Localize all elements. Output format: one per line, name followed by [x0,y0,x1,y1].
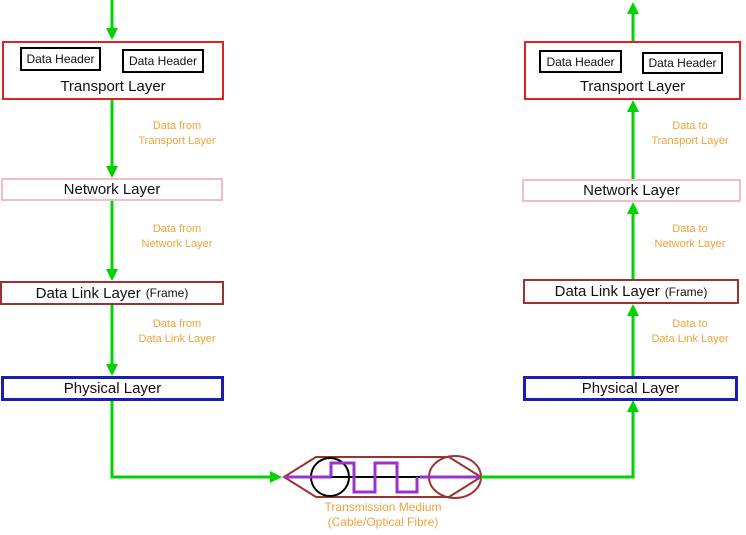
annotation-line: Network Layer [654,238,726,250]
layer-label: Transport Layer [60,78,166,95]
medium-label-line1: Transmission Medium [324,500,442,514]
right-datalink-layer-box: Data Link Layer (Frame) [523,279,739,304]
data-header-box: Data Header [642,52,723,74]
right-physical-layer-box: Physical Layer [523,376,738,401]
layer-label: Network Layer [583,182,680,199]
medium-label-line2: (Cable/Optical Fibre) [327,515,439,529]
annotation-data-from-network: Data from Network Layer [115,222,239,252]
arrow-right-network-to-transport [627,100,639,179]
data-header-label: Data Header [546,54,615,69]
annotation-line: Data from [152,120,202,132]
frame-suffix-label: (Frame) [664,284,708,299]
annotation-data-to-transport: Data to Transport Layer [628,119,746,149]
data-header-label: Data Header [26,52,95,66]
left-transport-layer-box: Data Header Data Header Transport Layer [2,41,224,100]
annotation-line: Transport Layer [138,135,216,147]
arrow-left-datalink-to-physical [106,304,118,376]
arrow-right-physical-to-datalink [627,304,639,376]
layer-label: Transport Layer [579,78,686,95]
annotation-line: Data Link Layer [651,333,729,345]
layer-label: Physical Layer [63,380,162,397]
annotation-line: Data to [672,120,708,132]
data-header-box: Data Header [20,47,101,71]
data-header-label: Data Header [648,56,717,70]
annotation-line: Data from [152,223,202,235]
layer-label: Network Layer [63,181,161,198]
signal-square-wave [329,461,419,494]
arrow-out-of-right-transport [627,2,639,41]
arrow-left-physical-to-medium [110,400,282,483]
left-network-layer-box: Network Layer [1,178,223,201]
annotation-data-from-transport: Data from Transport Layer [115,119,239,149]
annotation-data-from-datalink: Data from Data Link Layer [115,317,239,347]
annotation-data-to-datalink: Data to Data Link Layer [628,317,746,347]
arrow-left-network-to-datalink [106,200,118,281]
arrow-left-transport-to-network [106,100,118,178]
layer-label: Data Link Layer [35,284,141,302]
data-header-label: Data Header [128,54,198,68]
layer-label: Data Link Layer [554,283,660,300]
right-network-layer-box: Network Layer [522,179,741,202]
transmission-medium-shape [282,455,483,499]
left-datalink-layer-box: Data Link Layer (Frame) [0,281,224,305]
data-header-box: Data Header [539,50,622,73]
transmission-medium-label: Transmission Medium (Cable/Optical Fibre… [283,500,483,530]
annotation-line: Data to [672,318,708,330]
arrow-medium-to-right-physical [481,400,639,479]
annotation-line: Data to [672,223,708,235]
annotation-data-to-network: Data to Network Layer [628,222,746,252]
data-header-box: Data Header [122,49,204,73]
right-transport-layer-box: Data Header Data Header Transport Layer [524,41,741,100]
annotation-line: Data from [152,318,202,330]
frame-suffix-label: (Frame) [145,286,189,300]
layer-label: Physical Layer [581,380,680,397]
left-physical-layer-box: Physical Layer [1,376,224,401]
arrow-into-left-transport [106,0,118,40]
annotation-line: Network Layer [141,238,213,250]
annotation-line: Transport Layer [651,135,729,147]
annotation-line: Data Link Layer [138,333,216,345]
arrow-right-datalink-to-network [627,202,639,279]
